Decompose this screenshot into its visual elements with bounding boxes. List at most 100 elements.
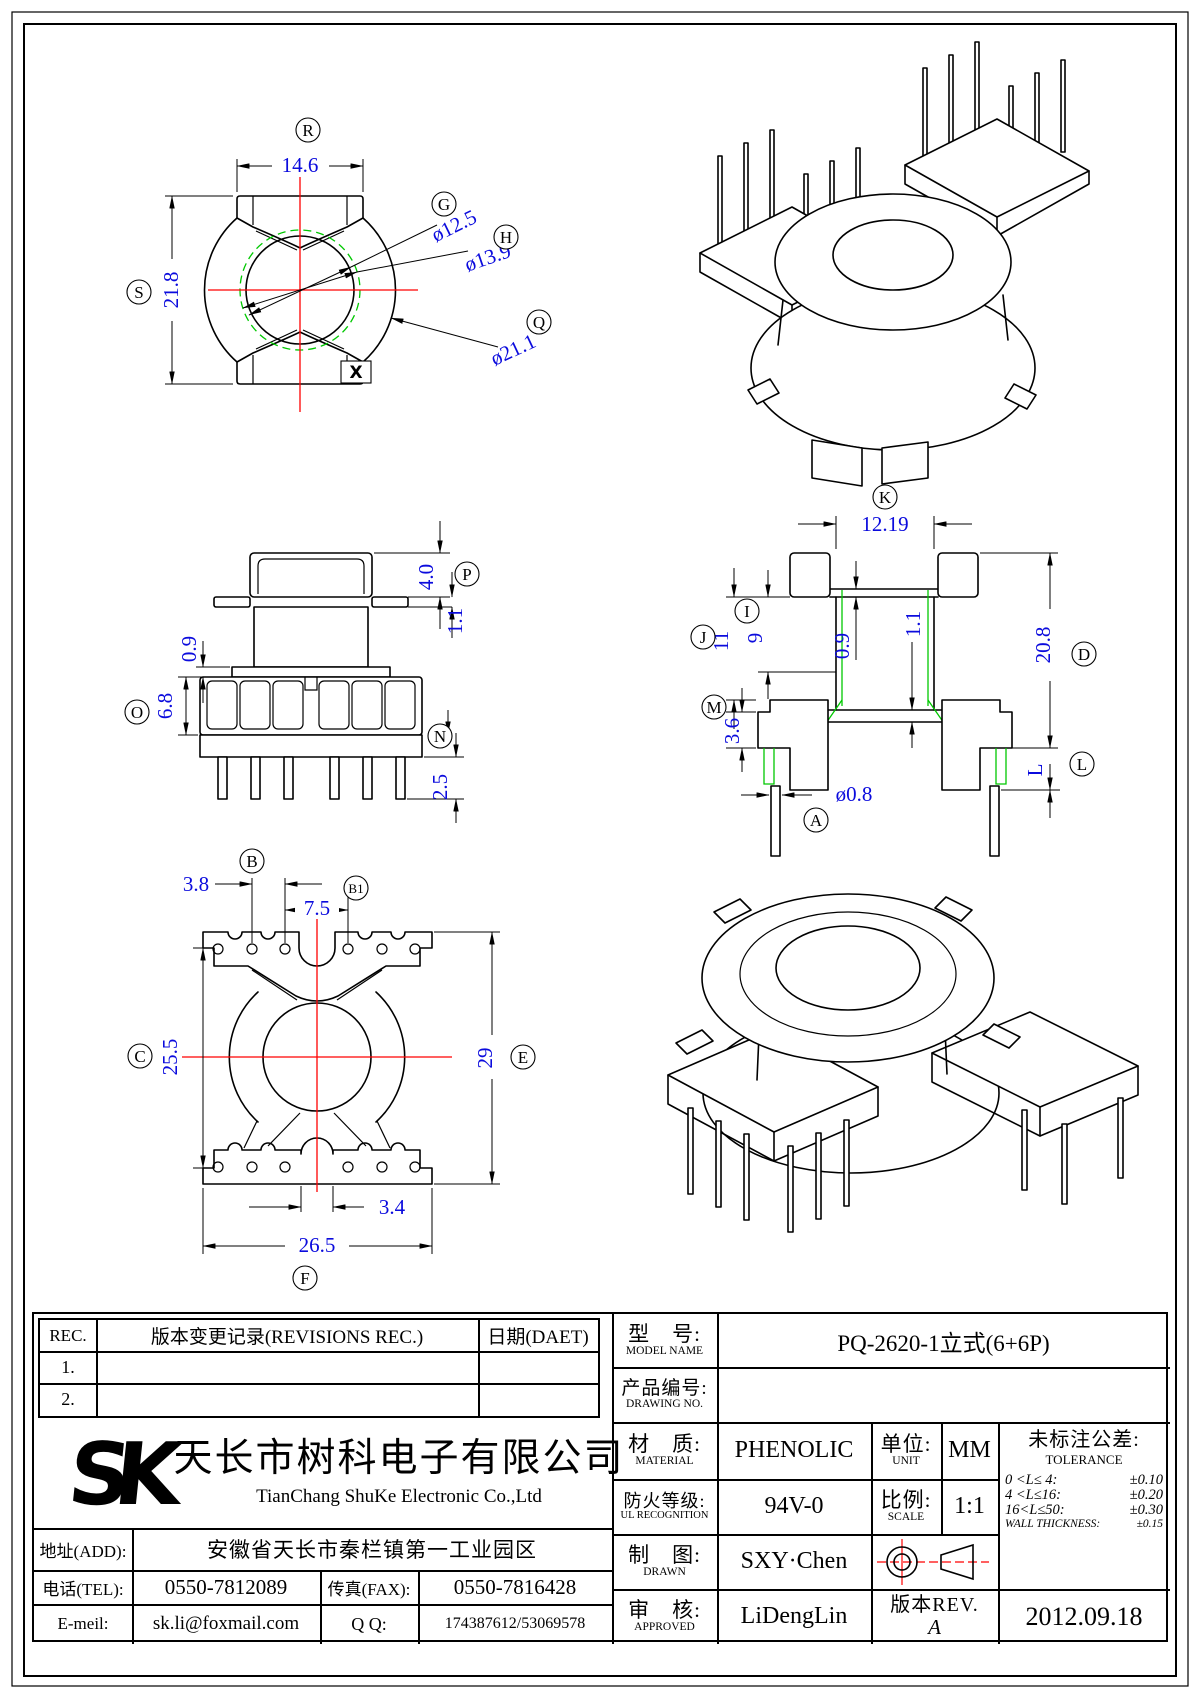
label-b1: B1	[348, 881, 363, 896]
fax-value: 0550-7816428	[453, 1574, 577, 1599]
label-a: A	[810, 811, 823, 830]
projection-symbol	[871, 1534, 998, 1589]
grid-line	[612, 1534, 998, 1536]
dim-front-width: 14.6	[282, 153, 319, 177]
grid-line	[40, 1383, 598, 1385]
revision-row-2: 2.	[61, 1389, 75, 1409]
model-label-en: MODEL NAME	[625, 1345, 704, 1358]
x-marker-box	[340, 360, 372, 384]
model-label: 型 号: MODEL NAME	[612, 1314, 717, 1367]
approved-label-cn: 审 核:	[628, 1598, 701, 1623]
ul-label-cn: 防火等级:	[623, 1490, 706, 1511]
pin-base	[199, 676, 423, 736]
dim-side2-d: 20.8	[1031, 627, 1055, 664]
label-j: J	[700, 628, 707, 647]
revisions-col-date: 日期(DAET)	[487, 1327, 589, 1348]
revisions-table: REC. 版本变更记录(REVISIONS REC.) 日期(DAET) 1. …	[38, 1318, 600, 1418]
grid-line	[34, 1528, 612, 1530]
grid-line	[418, 1570, 420, 1644]
logo-sk: SK	[63, 1425, 171, 1525]
label-q: Q	[533, 313, 545, 332]
label-m: M	[706, 698, 721, 717]
company-name-en: TianChang ShuKe Electronic Co.,Ltd	[256, 1486, 542, 1507]
tolerance-row-2: 4 <L≤16:±0.20	[998, 1486, 1170, 1503]
material-value: PHENOLIC	[734, 1437, 854, 1463]
side-view: 0.9 6.8 4.0 1.1 2.5 P O N	[124, 521, 480, 823]
dim-bottom-f: 26.5	[299, 1233, 336, 1257]
addr-label: 地址(ADD):	[39, 1541, 127, 1561]
dim-bottom-b1: 7.5	[304, 896, 330, 920]
label-k: K	[879, 488, 892, 507]
scale-label: 比例: SCALE	[871, 1479, 941, 1534]
dim-bottom-c: 25.5	[158, 1039, 182, 1076]
qq-label: Q Q:	[351, 1613, 387, 1634]
tolerance-row-4: WALL THICKNESS: ±0.15	[998, 1518, 1170, 1530]
email-value: sk.li@foxmail.com	[152, 1613, 300, 1634]
dim-side2-m: 3.6	[720, 718, 744, 744]
front-view: X 14.6 21.8 ø12.5 ø13.9 ø21.1 R S G H Q	[126, 117, 552, 412]
scale-value: 1:1	[954, 1493, 985, 1519]
revisions-col-desc: 版本变更记录(REVISIONS REC.)	[150, 1327, 424, 1348]
drawing-no-label: 产品编号: DRAWING NO.	[612, 1367, 717, 1422]
drawing-no-value	[717, 1367, 1170, 1422]
revision-row-1: 1.	[61, 1356, 75, 1377]
tel-value: 0550-7812089	[164, 1574, 288, 1599]
label-p: P	[462, 565, 471, 584]
first-angle-projection-icon	[876, 1538, 989, 1585]
title-block: REC. 版本变更记录(REVISIONS REC.) 日期(DAET) 1. …	[32, 1312, 1170, 1644]
tel-label: 电话(TEL):	[42, 1579, 124, 1599]
material-label-cn: 材 质:	[628, 1432, 701, 1457]
tolerance-range-3: 16<L≤50:	[1005, 1502, 1065, 1519]
drawn-value: SXY·Chen	[740, 1548, 848, 1574]
material-label-en: MATERIAL	[635, 1455, 694, 1468]
page-outer-border	[11, 11, 1189, 1687]
tolerance-value-4: ±0.15	[1136, 1518, 1163, 1531]
label-g: G	[438, 195, 450, 214]
grid-line	[34, 1570, 612, 1572]
approved-value: LiDengLin	[740, 1603, 848, 1629]
grid-line	[132, 1528, 134, 1644]
dim-side-ear: 1.1	[443, 608, 467, 634]
grid-line	[612, 1589, 1170, 1591]
grid-line	[871, 1422, 873, 1644]
material-label: 材 质: MATERIAL	[612, 1422, 717, 1479]
label-r: R	[302, 121, 314, 140]
drawn-label: 制 图: DRAWN	[612, 1534, 717, 1589]
dim-side-top: 4.0	[414, 564, 438, 590]
unit-label-en: UNIT	[892, 1455, 920, 1468]
tolerance-range-2: 4 <L≤16:	[1005, 1486, 1062, 1503]
tolerance-range-4: WALL THICKNESS:	[1005, 1518, 1101, 1531]
label-c: C	[134, 1047, 145, 1066]
grid-line	[612, 1422, 1170, 1424]
dim-bottom-b: 3.8	[183, 872, 209, 896]
grid-line	[612, 1479, 998, 1481]
label-b: B	[246, 852, 257, 871]
grid-line	[96, 1320, 98, 1416]
model-label-cn: 型 号:	[628, 1322, 701, 1347]
dim-side2-web: 0.9	[830, 633, 854, 659]
dim-bottom-slot: 3.4	[379, 1195, 406, 1219]
label-h: H	[500, 228, 512, 247]
model-value: PQ-2620-1立式(6+6P)	[837, 1330, 1050, 1356]
drawing-no-label-cn: 产品编号:	[621, 1377, 708, 1399]
addr-value: 安徽省天长市秦栏镇第一工业园区	[207, 1538, 537, 1562]
grid-line	[478, 1320, 480, 1416]
grid-line	[34, 1604, 612, 1606]
dim-side2-l: L	[1023, 764, 1047, 777]
unit-value: MM	[948, 1437, 991, 1463]
x-marker: X	[349, 363, 362, 383]
dim-bottom-e: 29	[473, 1048, 497, 1069]
approved-label: 审 核: APPROVED	[612, 1589, 717, 1644]
right-pin-block	[941, 699, 1013, 791]
date-value: 2012.09.18	[1025, 1601, 1143, 1631]
email-label: E-meil:	[57, 1614, 109, 1633]
qq-value: 174387612/53069578	[444, 1615, 586, 1632]
revisions-col-rec: REC.	[49, 1325, 87, 1345]
dim-side2-k: 12.19	[861, 512, 908, 536]
tolerance-title-en: TOLERANCE	[1045, 1452, 1123, 1467]
dim-side2-i: 9	[743, 633, 767, 644]
page-inner-border	[23, 23, 1177, 1677]
drawing-no-label-en: DRAWING NO.	[625, 1398, 703, 1411]
